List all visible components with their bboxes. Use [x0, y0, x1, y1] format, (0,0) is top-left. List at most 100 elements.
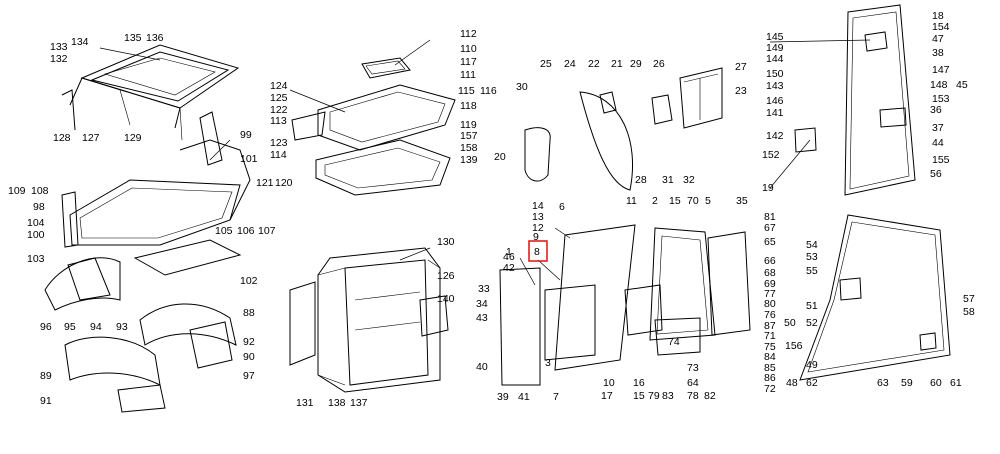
- callout-100: 100: [27, 229, 45, 241]
- callout-56: 54: [806, 239, 818, 251]
- callout-128: 128: [53, 132, 71, 144]
- callout-132: 132: [50, 53, 68, 65]
- callout-141: 142: [766, 130, 784, 142]
- callout-60: 61: [950, 377, 962, 389]
- callout-102: 102: [240, 275, 258, 287]
- callout-72: 156: [785, 340, 803, 352]
- callout-75: 84: [764, 351, 776, 363]
- callout-126: 126: [437, 270, 455, 282]
- callout-30: 30: [516, 81, 528, 93]
- callout-19: 18: [932, 10, 944, 22]
- callout-91: 91: [40, 395, 52, 407]
- highlight-box: [528, 240, 548, 262]
- callout-108: 108: [31, 185, 49, 197]
- callout-15b: 79: [648, 390, 660, 402]
- callout-106: 106: [237, 225, 255, 237]
- callout-82: 81: [764, 211, 776, 223]
- callout-130: 130: [437, 236, 455, 248]
- callout-3: 7: [553, 391, 559, 403]
- cab-frame-part: [289, 247, 449, 393]
- callout-153: 36: [930, 104, 942, 116]
- callout-105: 105: [215, 225, 233, 237]
- callout-1: 33: [478, 283, 490, 295]
- callout-115: 115: [458, 85, 475, 97]
- callout-36: 37: [932, 122, 944, 134]
- callout-6: 6: [559, 201, 565, 213]
- callout-13: 13: [532, 211, 544, 223]
- floor-mat-part: [61, 111, 251, 276]
- callout-62: 63: [877, 377, 889, 389]
- callout-134: 134: [71, 36, 89, 48]
- callout-83: 74: [668, 336, 680, 348]
- callout-92: 92: [243, 336, 255, 348]
- callout-73: 64: [687, 377, 699, 389]
- callout-146: 141: [766, 107, 784, 119]
- callout-81: 67: [764, 222, 776, 234]
- callout-59: 60: [930, 377, 942, 389]
- callout-140: 140: [437, 293, 455, 305]
- callout-103: 103: [27, 253, 45, 265]
- callout-107: 107: [258, 225, 276, 237]
- part-drawings: [44, 4, 951, 413]
- callout-152: 19: [762, 182, 774, 194]
- callout-127: 127: [82, 132, 100, 144]
- door-panel-parts: [499, 224, 751, 386]
- callout-122: 122: [270, 104, 288, 116]
- callout-14: 14: [532, 200, 544, 212]
- callout-4: 70: [687, 195, 699, 207]
- callout-114: 114: [270, 149, 287, 161]
- callout-95: 95: [64, 321, 76, 333]
- callout-42: 1: [506, 246, 512, 258]
- callout-86: 72: [764, 383, 776, 395]
- callout-24: 24: [564, 58, 576, 70]
- callout-23: 23: [735, 85, 747, 97]
- callout-104: 104: [27, 217, 45, 229]
- callout-144: 143: [766, 80, 784, 92]
- callout-93: 93: [116, 321, 128, 333]
- callout-84: 85: [764, 362, 776, 374]
- callout-96: 96: [40, 321, 52, 333]
- callout-53: 55: [806, 265, 818, 277]
- callout-124: 124: [270, 80, 288, 92]
- callout-9: 9: [533, 231, 539, 243]
- callout-26: 26: [653, 58, 665, 70]
- callout-20: 20: [494, 151, 506, 163]
- leader-lines: [99, 39, 871, 286]
- callout-28: 28: [635, 174, 647, 186]
- callout-61: 57: [963, 293, 975, 305]
- callout-46: 42: [503, 262, 515, 274]
- callout-121: 121: [256, 177, 274, 189]
- callout-145: 149: [766, 42, 784, 54]
- callout-40: 39: [497, 391, 509, 403]
- callout-57: 58: [963, 306, 975, 318]
- callout-68: 69: [764, 278, 776, 290]
- callout-35: 46: [503, 251, 515, 263]
- callout-37: 44: [932, 137, 944, 149]
- callout-87: 71: [764, 330, 776, 342]
- callout-151: 15: [669, 195, 681, 207]
- callout-99: 99: [240, 129, 252, 141]
- callout-10: 17: [601, 390, 613, 402]
- callout-117: 117: [460, 56, 477, 68]
- callout-11: 11: [626, 195, 637, 207]
- callout-156: 145: [766, 31, 784, 43]
- callout-111: 111: [460, 69, 476, 81]
- callout-98: 98: [33, 201, 45, 213]
- callout-150: 146: [766, 95, 784, 107]
- callout-44: 155: [932, 154, 950, 166]
- callout-154: 47: [932, 33, 944, 45]
- callout-labels: 134 135 136 133 132 128 127 129 99 101 1…: [8, 10, 975, 409]
- callout-123: 123: [270, 137, 288, 149]
- callout-158: 158: [460, 142, 478, 154]
- callout-25: 25: [540, 58, 552, 70]
- handle-hinge-parts: [524, 67, 723, 191]
- callout-79: 83: [662, 390, 674, 402]
- callout-7: 10: [603, 377, 615, 389]
- callout-74: 73: [687, 362, 699, 374]
- callout-48: 62: [806, 377, 818, 389]
- glass-panel-parts: [794, 4, 951, 381]
- callout-110: 110: [460, 43, 477, 55]
- callout-88: 88: [243, 307, 255, 319]
- callout-138: 138: [328, 397, 346, 409]
